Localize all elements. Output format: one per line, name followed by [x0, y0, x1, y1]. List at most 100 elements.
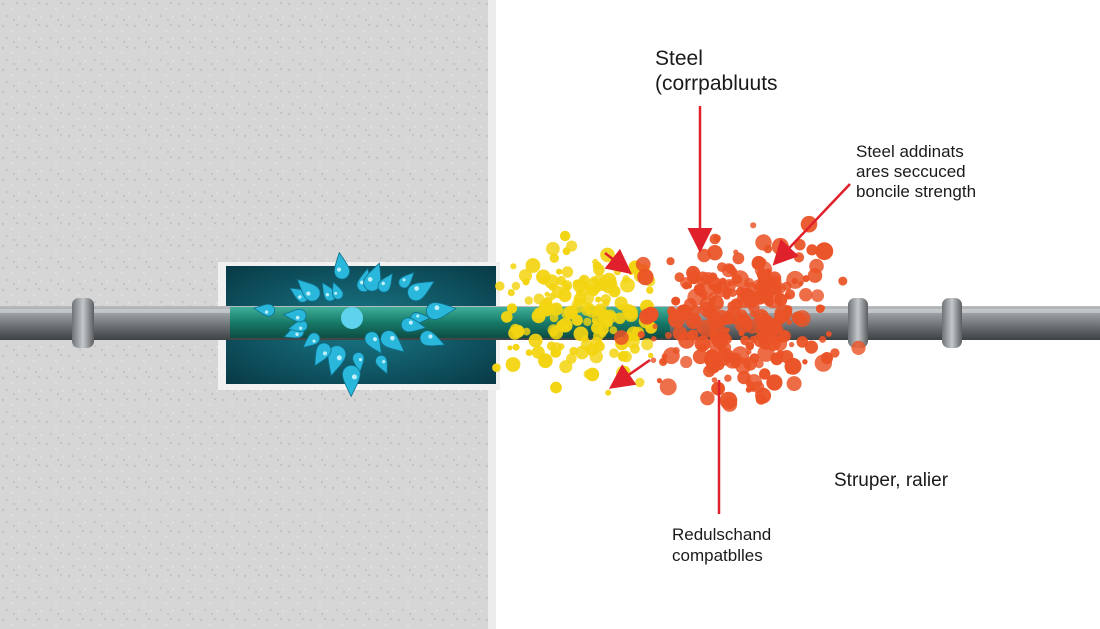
red-particle-cloud — [614, 215, 866, 412]
yellow-particle — [495, 281, 505, 291]
yellow-particle — [573, 326, 589, 342]
red-particle — [685, 312, 702, 329]
water-droplet-icon — [364, 331, 382, 355]
yellow-particle — [507, 345, 513, 351]
water-droplet-icon — [282, 308, 307, 323]
yellow-particle — [600, 294, 611, 305]
yellow-particle — [510, 263, 517, 270]
red-particle — [755, 387, 772, 404]
label-steel-additives-line2: ares seccuced — [856, 162, 966, 182]
yellow-particle — [609, 348, 619, 359]
red-particle — [788, 341, 795, 348]
red-particle — [769, 275, 782, 288]
red-particle — [705, 349, 719, 364]
yellow-particle — [623, 305, 638, 320]
yellow-particle — [559, 360, 573, 374]
red-particle — [749, 386, 756, 392]
water-droplet-icon — [352, 352, 365, 374]
yellow-particle — [539, 301, 555, 317]
rebar-rib — [848, 298, 868, 348]
red-particle — [614, 330, 629, 345]
red-particle — [746, 349, 752, 355]
water-droplet-icon — [302, 332, 321, 349]
yellow-particle — [528, 333, 543, 348]
yellow-particle — [561, 280, 573, 291]
yellow-particle — [507, 289, 515, 297]
red-particle — [671, 296, 681, 306]
red-particle — [755, 324, 768, 336]
yellow-particle — [617, 351, 629, 362]
yellow-particle — [556, 268, 563, 275]
label-reduced-line2: compatblles — [672, 546, 763, 566]
red-particle — [664, 331, 672, 339]
red-particle — [786, 319, 792, 325]
yellow-particle — [593, 264, 605, 276]
red-particle — [713, 281, 730, 298]
red-particle — [780, 350, 794, 364]
label-steel: Steel (corrpabluuts — [655, 46, 778, 96]
yellow-particle — [646, 286, 654, 294]
water-droplet-icon — [334, 251, 350, 280]
red-particle — [650, 357, 657, 364]
red-particle — [722, 342, 732, 352]
yellow-particle — [550, 381, 562, 394]
yellow-particle — [608, 285, 621, 298]
water-droplet-icon — [375, 354, 388, 375]
red-particle — [697, 319, 716, 338]
water-droplet-icon — [425, 302, 457, 320]
red-particle — [694, 335, 711, 352]
red-particle — [804, 340, 819, 354]
red-particle — [774, 304, 793, 322]
red-particle — [761, 316, 768, 323]
red-particle — [711, 377, 718, 383]
red-particle — [721, 317, 728, 325]
yellow-particle — [581, 305, 592, 316]
red-particle — [825, 331, 832, 337]
red-particle — [732, 252, 745, 265]
red-particle — [740, 319, 748, 327]
red-particle — [687, 288, 705, 306]
yellow-particle — [536, 269, 551, 285]
yellow-particle — [595, 296, 602, 303]
yellow-particle — [544, 291, 550, 297]
red-particle — [727, 280, 733, 287]
red-particle — [730, 358, 741, 369]
yellow-particle — [599, 330, 607, 338]
rebar-rib — [72, 298, 94, 348]
red-particle — [666, 257, 675, 266]
red-particle — [802, 275, 810, 283]
red-particle — [754, 359, 764, 369]
label-steel-line2: (corrpabluuts — [655, 72, 778, 96]
yellow-particle — [569, 346, 578, 356]
rebar-rib — [942, 298, 962, 348]
yellow-particle — [512, 343, 520, 351]
red-particle — [820, 352, 834, 365]
water-droplet-icon — [380, 330, 405, 353]
red-particle — [766, 374, 783, 391]
yellow-particle — [614, 296, 628, 310]
yellow-particle — [511, 281, 521, 291]
red-particle — [660, 357, 667, 365]
arrow-icon — [604, 248, 632, 275]
yellow-particle — [525, 258, 541, 273]
water-droplet-icon — [363, 262, 382, 292]
red-particle — [713, 234, 721, 243]
red-particle — [793, 252, 805, 263]
red-particle — [652, 323, 658, 329]
yellow-particle — [549, 302, 563, 316]
red-particle — [686, 265, 701, 280]
red-particle — [750, 222, 757, 229]
water-droplet-icon — [342, 364, 361, 398]
red-particle — [651, 336, 657, 342]
yellow-particle — [501, 311, 513, 323]
water-droplet-cluster — [253, 251, 457, 398]
red-particle — [743, 356, 757, 371]
red-particle — [806, 244, 818, 256]
yellow-particle — [635, 377, 645, 388]
red-particle — [659, 378, 677, 396]
red-particle — [692, 349, 708, 365]
label-struper: Struper, ralier — [834, 470, 949, 491]
red-particle — [742, 291, 757, 306]
water-droplet-icon — [419, 330, 446, 347]
label-steel-additives-line1: Steel addinats — [856, 142, 964, 161]
